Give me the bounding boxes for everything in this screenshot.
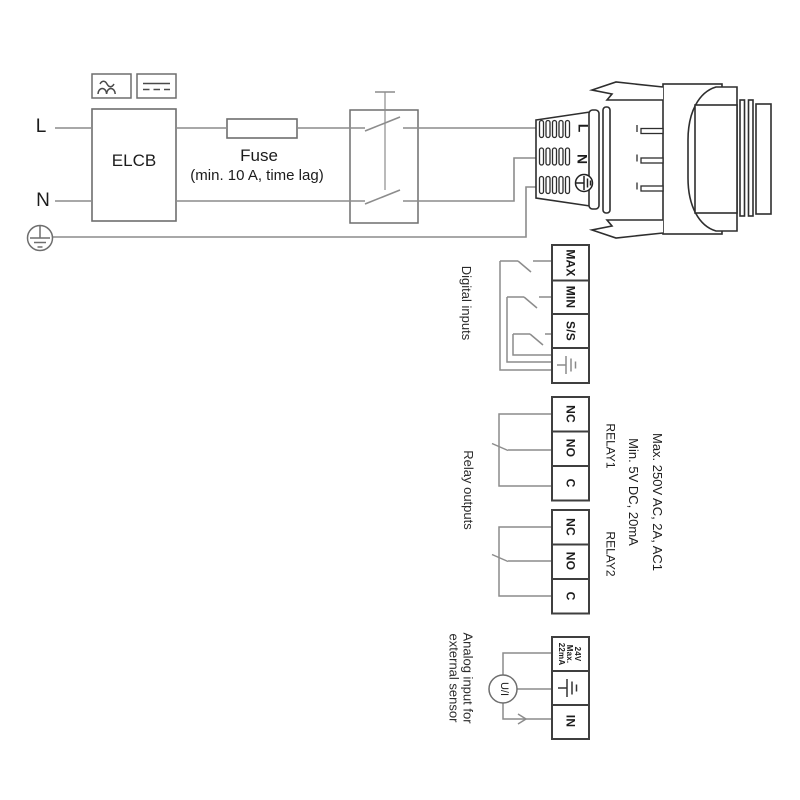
- terminal-min-label: MIN: [563, 285, 578, 309]
- latch-arrow-bottom: [588, 219, 664, 239]
- relay1-name: RELAY1: [603, 423, 618, 469]
- signal-arrow-icon: [517, 713, 528, 725]
- analog-terminal-block: [551, 636, 590, 740]
- relay2-name: RELAY2: [603, 531, 618, 577]
- relay-rating-max-label: Max. 250V AC, 2A, AC1: [649, 432, 665, 572]
- supply-line-24v: 24V: [573, 646, 583, 662]
- gland-slots: [538, 119, 571, 195]
- analog-wiring: [488, 652, 552, 725]
- terminal-in-label: IN: [563, 714, 578, 728]
- analog-input-title: Analog input for external sensor: [447, 632, 476, 724]
- fuse-box: [226, 118, 298, 139]
- mains-switch-contacts: [364, 91, 401, 205]
- ac-waveform-icon: [91, 73, 132, 99]
- plug-pins: [636, 125, 664, 192]
- terminal-max-label: MAX: [563, 249, 578, 277]
- relay1-c-label: C: [563, 478, 578, 488]
- supply-line-max: Max.: [565, 644, 575, 664]
- digital-inputs-wiring: [499, 260, 552, 371]
- mains-wiring: [52, 127, 536, 238]
- relay-outputs-title: Relay outputs: [460, 450, 476, 530]
- digital-earth-icon: [557, 356, 577, 374]
- relay1-wiring: [491, 413, 552, 487]
- relay2-no-label: NO: [563, 551, 578, 571]
- ui-converter-circle: [488, 674, 518, 704]
- relay1-nc-label: NC: [563, 405, 578, 423]
- dc-symbol-icon: [136, 73, 177, 99]
- fuse-label: Fuse: [240, 146, 278, 166]
- fuse-note: (min. 10 A, time lag): [190, 167, 324, 185]
- relay1-no-label: NO: [563, 438, 578, 458]
- digital-inputs-title: Digital inputs: [458, 265, 474, 341]
- pump-plug-connector: [535, 81, 772, 239]
- mains-switch-box: [349, 109, 419, 224]
- relay1-terminal-block: [551, 396, 590, 502]
- elcb-label: ELCB: [111, 151, 157, 171]
- relay2-terminal-block: [551, 509, 590, 615]
- analog-title-line1: Analog input for: [460, 632, 476, 724]
- supply-line-22ma: 22mA: [556, 642, 566, 666]
- plug-n-label: N: [574, 153, 591, 165]
- elcb-box: [91, 108, 177, 222]
- earth-ground-icon: [26, 224, 54, 252]
- plug-l-label: L: [575, 123, 592, 133]
- mains-l-label: L: [35, 116, 47, 138]
- mains-n-label: N: [36, 190, 50, 212]
- analog-title-line2: external sensor: [447, 633, 462, 723]
- ui-converter-label: U/I: [497, 681, 510, 697]
- relay2-c-label: C: [563, 591, 578, 601]
- analog-earth-icon: [558, 679, 578, 697]
- relay2-nc-label: NC: [563, 518, 578, 536]
- relay-rating-min-label: Min. 5V DC, 20mA: [625, 438, 641, 546]
- analog-supply-label: 24V Max. 22mA: [556, 642, 583, 666]
- digital-terminal-block: [551, 244, 590, 384]
- relay2-wiring: [491, 526, 552, 597]
- terminal-ss-label: S/S: [563, 321, 578, 341]
- latch-arrow-top: [588, 81, 664, 101]
- plug-earth-icon: [574, 173, 594, 193]
